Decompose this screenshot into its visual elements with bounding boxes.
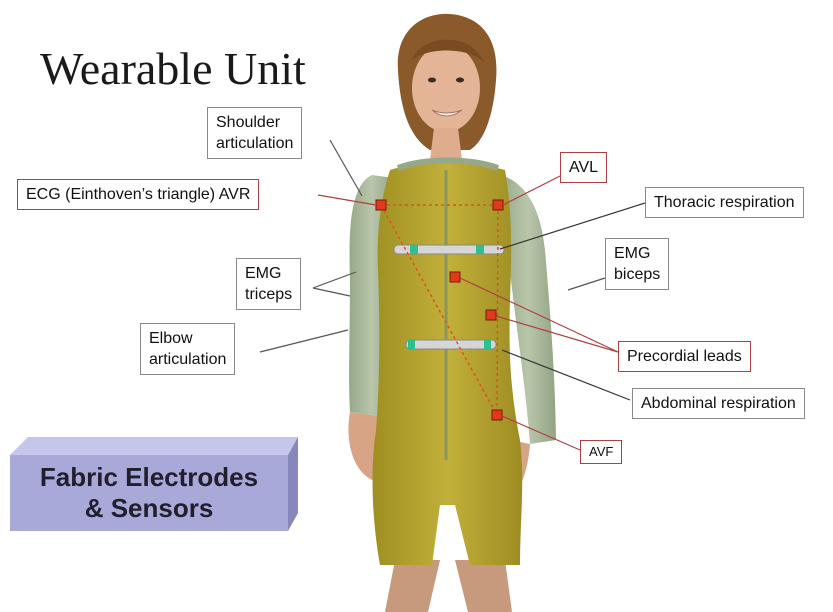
- callout-shoulder-line1: Shoulder: [216, 112, 293, 133]
- banner-bevel-top: [10, 437, 298, 455]
- callout-shoulder-articulation: Shoulder articulation: [207, 107, 302, 159]
- callout-shoulder-line2: articulation: [216, 133, 293, 154]
- callout-ecg-label: ECG (Einthoven’s triangle) AVR: [26, 186, 250, 203]
- callout-thoracic-respiration: Thoracic respiration: [645, 187, 804, 218]
- callout-emg-biceps: EMG biceps: [605, 238, 669, 290]
- callout-emg-triceps-line2: triceps: [245, 284, 292, 305]
- callout-avf: AVF: [580, 440, 622, 464]
- fabric-electrodes-banner: Fabric Electrodes & Sensors: [10, 455, 288, 531]
- callout-precordial-leads: Precordial leads: [618, 341, 751, 372]
- electrode-avf: [492, 410, 502, 420]
- abdominal-sensor-band: [406, 340, 496, 349]
- head: [398, 14, 497, 160]
- callout-thoracic-label: Thoracic respiration: [654, 194, 795, 211]
- banner-line2: & Sensors: [85, 493, 214, 524]
- callout-ecg-avr: ECG (Einthoven’s triangle) AVR: [17, 179, 259, 210]
- callout-abdominal-label: Abdominal respiration: [641, 395, 796, 412]
- legs: [385, 560, 512, 612]
- electrode-precordial-1: [450, 272, 460, 282]
- callout-emg-triceps-line1: EMG: [245, 263, 292, 284]
- callout-emg-biceps-line1: EMG: [614, 243, 660, 264]
- electrode-avr: [376, 200, 386, 210]
- callout-avl: AVL: [560, 152, 607, 183]
- callout-precordial-label: Precordial leads: [627, 348, 742, 365]
- callout-emg-triceps: EMG triceps: [236, 258, 301, 310]
- callout-elbow-articulation: Elbow articulation: [140, 323, 235, 375]
- electrode-precordial-2: [486, 310, 496, 320]
- page-title: Wearable Unit: [40, 42, 306, 95]
- callout-emg-biceps-line2: biceps: [614, 264, 660, 285]
- callout-elbow-line2: articulation: [149, 349, 226, 370]
- suit-torso: [373, 161, 523, 566]
- callout-abdominal-respiration: Abdominal respiration: [632, 388, 805, 419]
- callout-avl-label: AVL: [569, 159, 598, 176]
- callout-avf-label: AVF: [589, 444, 613, 459]
- thoracic-sensor-band: [394, 245, 504, 254]
- banner-line1: Fabric Electrodes: [40, 462, 258, 493]
- callout-elbow-line1: Elbow: [149, 328, 226, 349]
- electrode-avl: [493, 200, 503, 210]
